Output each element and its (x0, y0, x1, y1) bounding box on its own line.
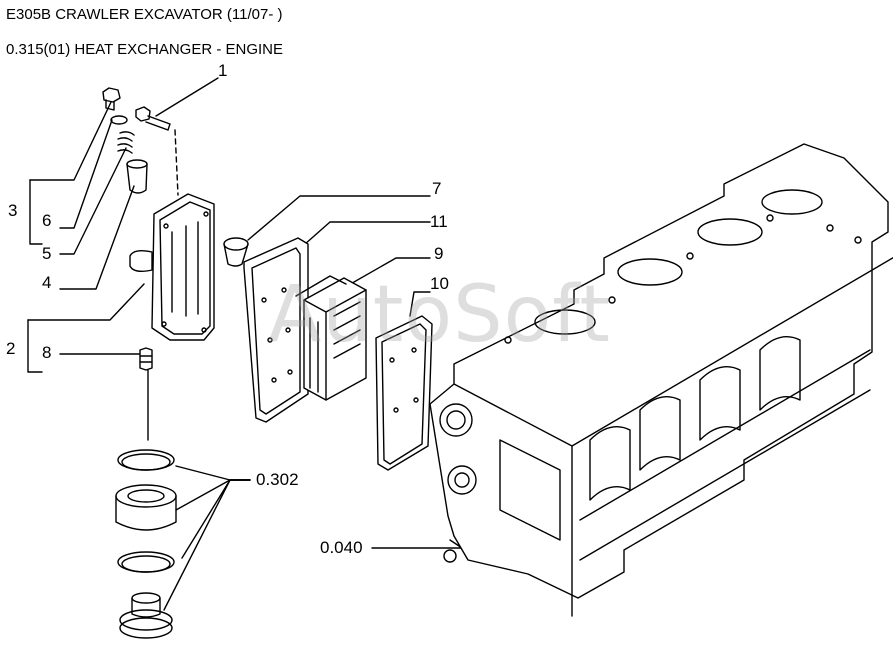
watermark-text: AutoSoft (268, 270, 612, 360)
callout-11[interactable]: 11 (430, 212, 448, 231)
callout-9[interactable]: 9 (434, 244, 444, 263)
callout-4[interactable]: 4 (42, 273, 52, 292)
callout-0-302[interactable]: 0.302 (256, 470, 299, 489)
callout-10[interactable]: 10 (430, 274, 449, 293)
spring-part (117, 131, 135, 154)
valve-piston-part (126, 159, 148, 194)
engine-block (429, 143, 893, 617)
diagram-model-title: E305B CRAWLER EXCAVATOR (11/07- ) (6, 6, 283, 23)
callout-2[interactable]: 2 (6, 339, 16, 358)
o-ring-part (110, 115, 128, 125)
cooler-gasket (375, 315, 433, 471)
leader-lines (27, 77, 463, 611)
nipple-part (139, 347, 153, 371)
callout-6[interactable]: 6 (42, 211, 52, 230)
oil-cooler-core (295, 275, 367, 401)
callout-0-040[interactable]: 0.040 (320, 538, 363, 557)
heat-exchanger-cover (129, 193, 215, 341)
sleeve-part (223, 237, 249, 267)
callout-1[interactable]: 1 (218, 61, 228, 80)
callout-7[interactable]: 7 (432, 179, 442, 198)
bolt-part (135, 106, 171, 131)
diagram-section-title: 0.315(01) HEAT EXCHANGER - ENGINE (6, 41, 284, 58)
plug-part (102, 87, 121, 111)
gasket-plate (243, 237, 309, 423)
callout-8[interactable]: 8 (42, 343, 52, 362)
callout-3[interactable]: 3 (8, 201, 18, 220)
callout-5[interactable]: 5 (42, 244, 52, 263)
oil-filter-assembly (115, 449, 177, 639)
